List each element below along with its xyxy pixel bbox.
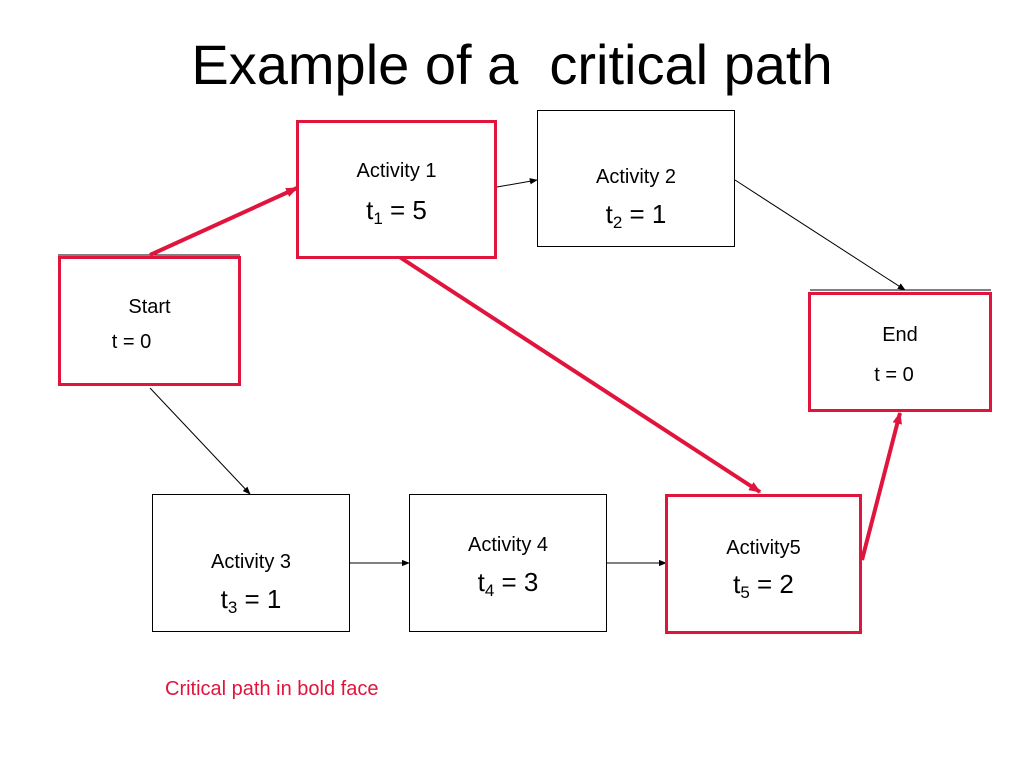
- node-activity1-duration: t1 = 5: [366, 195, 427, 228]
- node-activity1-label: Activity 1: [356, 160, 437, 182]
- edge-start-activity1: [149, 186, 299, 257]
- node-activity2-duration: t2 = 1: [605, 199, 667, 232]
- node-activity2: Activity 2 t2 = 1: [537, 110, 735, 247]
- node-activity3-label: Activity 3: [210, 551, 292, 573]
- node-activity2-label: Activity 2: [595, 166, 677, 188]
- node-start-label: Start: [128, 296, 171, 318]
- node-activity5: Activity5 t5 = 2: [665, 494, 862, 634]
- edge-start-activity3: [149, 387, 251, 495]
- node-activity4: Activity 4 t4 = 3: [409, 494, 607, 632]
- critical-path-note: Critical path in bold face: [165, 678, 379, 700]
- node-activity5-duration: t5 = 2: [733, 569, 794, 602]
- node-activity3: Activity 3 t3 = 1: [152, 494, 350, 632]
- edge-activity1-activity5: [396, 254, 762, 494]
- edge-activity5-end: [860, 411, 902, 561]
- node-activity4-duration: t4 = 3: [477, 567, 539, 600]
- edge-activity2-end: [734, 179, 906, 291]
- node-activity5-label: Activity5: [726, 537, 801, 559]
- node-start: Start t = 0: [58, 256, 241, 386]
- node-start-value: t = 0: [111, 331, 152, 353]
- edge-activity1-activity2: [496, 178, 538, 188]
- page-title: Example of a critical path: [191, 33, 833, 96]
- node-end: End t = 0: [808, 292, 992, 412]
- node-end-label: End: [882, 324, 918, 346]
- node-activity4-label: Activity 4: [467, 534, 549, 556]
- node-activity1: Activity 1 t1 = 5: [296, 120, 497, 259]
- node-activity3-duration: t3 = 1: [220, 584, 282, 617]
- node-end-value: t = 0: [874, 364, 914, 386]
